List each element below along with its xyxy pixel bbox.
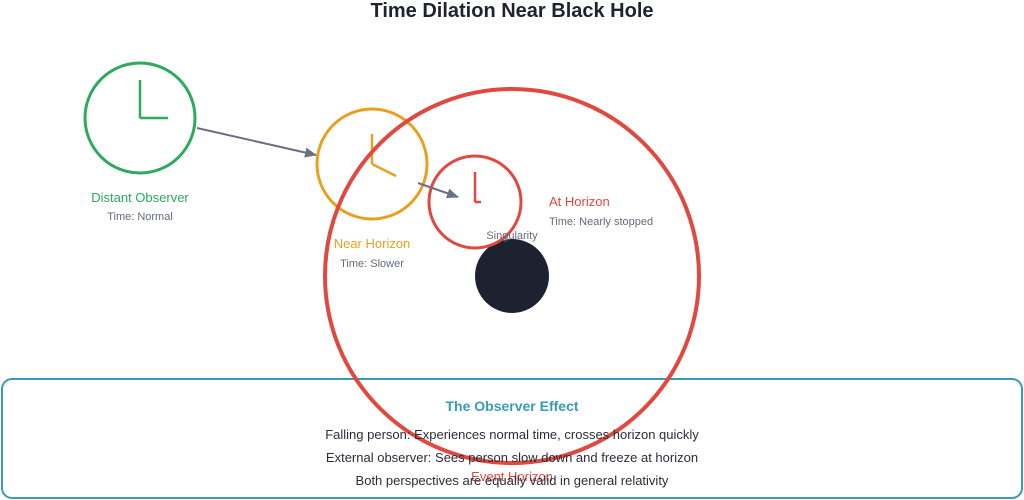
observer-effect-line: Falling person: Experiences normal time,… — [325, 427, 699, 442]
at-horizon-label: At Horizon — [549, 194, 610, 209]
distant-observer-clock — [83, 61, 197, 175]
at-horizon-clock — [427, 154, 523, 250]
observer-effect-title: The Observer Effect — [445, 398, 578, 414]
near-horizon-clock — [315, 107, 429, 221]
singularity-disc — [475, 239, 549, 313]
near-horizon-time: Time: Slower — [340, 258, 404, 270]
near-horizon-label: Near Horizon — [334, 236, 411, 251]
distant-observer-time: Time: Normal — [107, 211, 173, 223]
singularity-label: Singularity — [486, 230, 538, 242]
distant-observer-label: Distant Observer — [91, 190, 189, 205]
arrow-distant-to-near — [196, 127, 317, 158]
event-horizon-circle — [323, 87, 701, 465]
observer-effect-line: Both perspectives are equally valid in g… — [356, 473, 669, 488]
at-horizon-time: Time: Nearly stopped — [549, 216, 653, 228]
diagram-title: Time Dilation Near Black Hole — [370, 0, 653, 22]
observer-effect-panel — [1, 378, 1023, 499]
event-horizon-label: Event Horizon — [471, 469, 553, 484]
arrow-near-to-horizon — [417, 182, 459, 199]
clock-hand-minute — [371, 162, 397, 178]
observer-effect-line: External observer: Sees person slow down… — [326, 450, 698, 465]
